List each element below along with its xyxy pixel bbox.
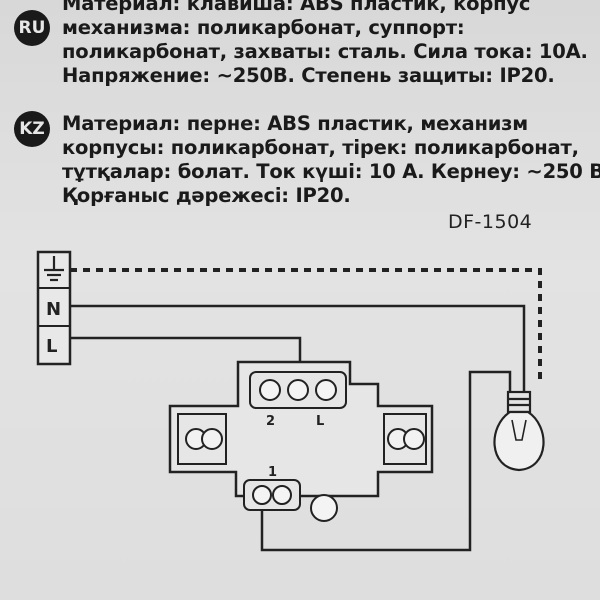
kz-specs: Материал: перне: ABS пластик, механизм к… (62, 112, 600, 208)
switch-mechanism (168, 360, 434, 522)
kz-line-3: тұтқалар: болат. Ток күші: 10 А. Кернеу:… (62, 160, 600, 183)
ru-line-3: поликарбонат, захваты: сталь. Сила тока:… (62, 40, 588, 63)
ru-language-badge: RU (14, 10, 50, 46)
ru-line-4: Напряжение: ~250В. Степень защиты: IP20. (62, 64, 555, 87)
ru-specs: Материал: клавиша: ABS пластик, корпус м… (62, 0, 592, 88)
model-number: DF-1504 (448, 211, 533, 233)
lamp-icon (493, 390, 545, 472)
ground-icon (44, 256, 64, 282)
neutral-wire (70, 304, 526, 392)
ru-line-1: Материал: клавиша: ABS пластик, корпус (62, 0, 531, 15)
kz-line-2: корпусы: поликарбонат, тірек: поликарбон… (62, 136, 579, 159)
switch-terminal-2-label: 2 (266, 414, 275, 429)
switched-wire (260, 370, 512, 552)
switch-terminal-1-label: 1 (268, 465, 277, 480)
line-wire (70, 336, 302, 362)
kz-line-4: Қорғаныс дәрежесі: IP20. (62, 184, 351, 207)
kz-language-badge: KZ (14, 111, 50, 147)
ground-wire (70, 268, 542, 384)
terminal-n-label: N (46, 299, 61, 320)
kz-line-1: Материал: перне: ABS пластик, механизм (62, 112, 529, 135)
terminal-l-label: L (46, 336, 57, 357)
switch-terminal-l-label: L (316, 414, 324, 429)
ru-line-2: механизма: поликарбонат, суппорт: (62, 16, 465, 39)
